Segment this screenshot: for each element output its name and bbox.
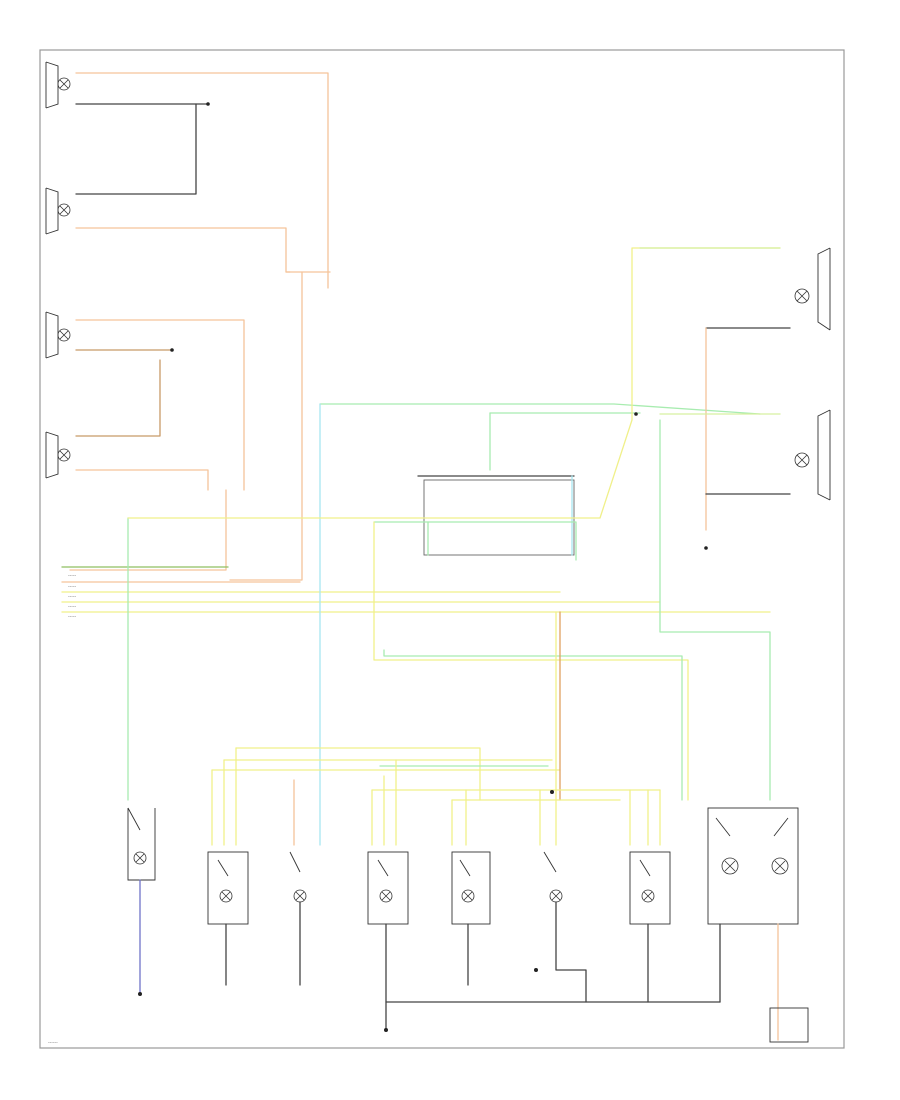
legend-row-4: ----- — [68, 605, 76, 610]
lamp-5-symbol — [794, 247, 831, 331]
connector-legend: ----- ----- ----- ----- ----- — [61, 566, 771, 620]
legend-row-2: ----- — [68, 585, 76, 590]
right-lamp-cluster — [634, 247, 831, 550]
switch-3 — [289, 851, 307, 903]
bus-node — [550, 790, 554, 794]
wire-orange-4 — [75, 469, 209, 491]
ground-node-1 — [206, 102, 210, 106]
ground-node-2 — [170, 348, 174, 352]
ground-wiring — [138, 879, 809, 1043]
right-ground-node — [704, 546, 708, 550]
wire-orange-2 — [75, 227, 291, 273]
center-module — [417, 412, 641, 556]
bus-yellow-drops-1 — [211, 747, 237, 846]
junction-node-green — [634, 412, 638, 416]
switch-2 — [207, 851, 249, 925]
switch-5 — [451, 851, 491, 925]
footer-mark: ------ — [48, 1041, 58, 1046]
lamp-4-symbol — [45, 431, 71, 479]
lamp-1-symbol — [45, 61, 71, 109]
lamp-6-symbol — [794, 409, 831, 501]
wire-black-2 — [75, 103, 197, 195]
switch-row — [127, 807, 799, 925]
wire-orange-1 — [75, 72, 329, 289]
ground-node-center — [384, 1028, 388, 1032]
ground-node-left — [138, 992, 142, 996]
wire-green-upper — [319, 403, 761, 415]
bus-yellow-1 — [235, 747, 481, 801]
wire-orange-3 — [75, 319, 245, 491]
switch-bus — [211, 611, 661, 846]
bus-yellow-drops-4 — [539, 789, 557, 846]
bus-yellow-drops-3 — [451, 789, 467, 846]
wire-orange-down — [229, 271, 303, 581]
legend-row-3: ----- — [68, 595, 76, 600]
bus-yellow-drops-2 — [371, 759, 397, 846]
dome-lamp-module — [707, 807, 799, 925]
left-wires — [69, 72, 331, 581]
lamp-2-symbol — [45, 187, 71, 235]
lamp-3-symbol — [45, 311, 71, 359]
wire-orange-5 — [69, 489, 227, 571]
wire-green-right-drop — [659, 419, 771, 801]
diagram-frame — [39, 49, 845, 1049]
switch-1 — [127, 807, 156, 881]
ground-black-6 — [555, 901, 587, 1003]
switch-6 — [543, 851, 563, 903]
legend-row-5: ----- — [68, 615, 76, 620]
wire-green-loop — [383, 649, 683, 801]
wire-yellow-long — [127, 247, 781, 519]
bus-yellow-drops-5 — [629, 789, 661, 846]
connector-box-right — [769, 1007, 809, 1043]
left-lamp-cluster — [45, 61, 71, 479]
wire-tan-2 — [75, 359, 161, 437]
legend-row-1: ----- — [68, 574, 76, 579]
wire-green-mid — [373, 521, 577, 561]
wire-yellow-loop — [373, 521, 689, 801]
switch-4 — [367, 851, 409, 925]
ground-node-mid — [534, 968, 538, 972]
ground-black-4 — [385, 923, 721, 1003]
switch-7 — [629, 851, 671, 925]
